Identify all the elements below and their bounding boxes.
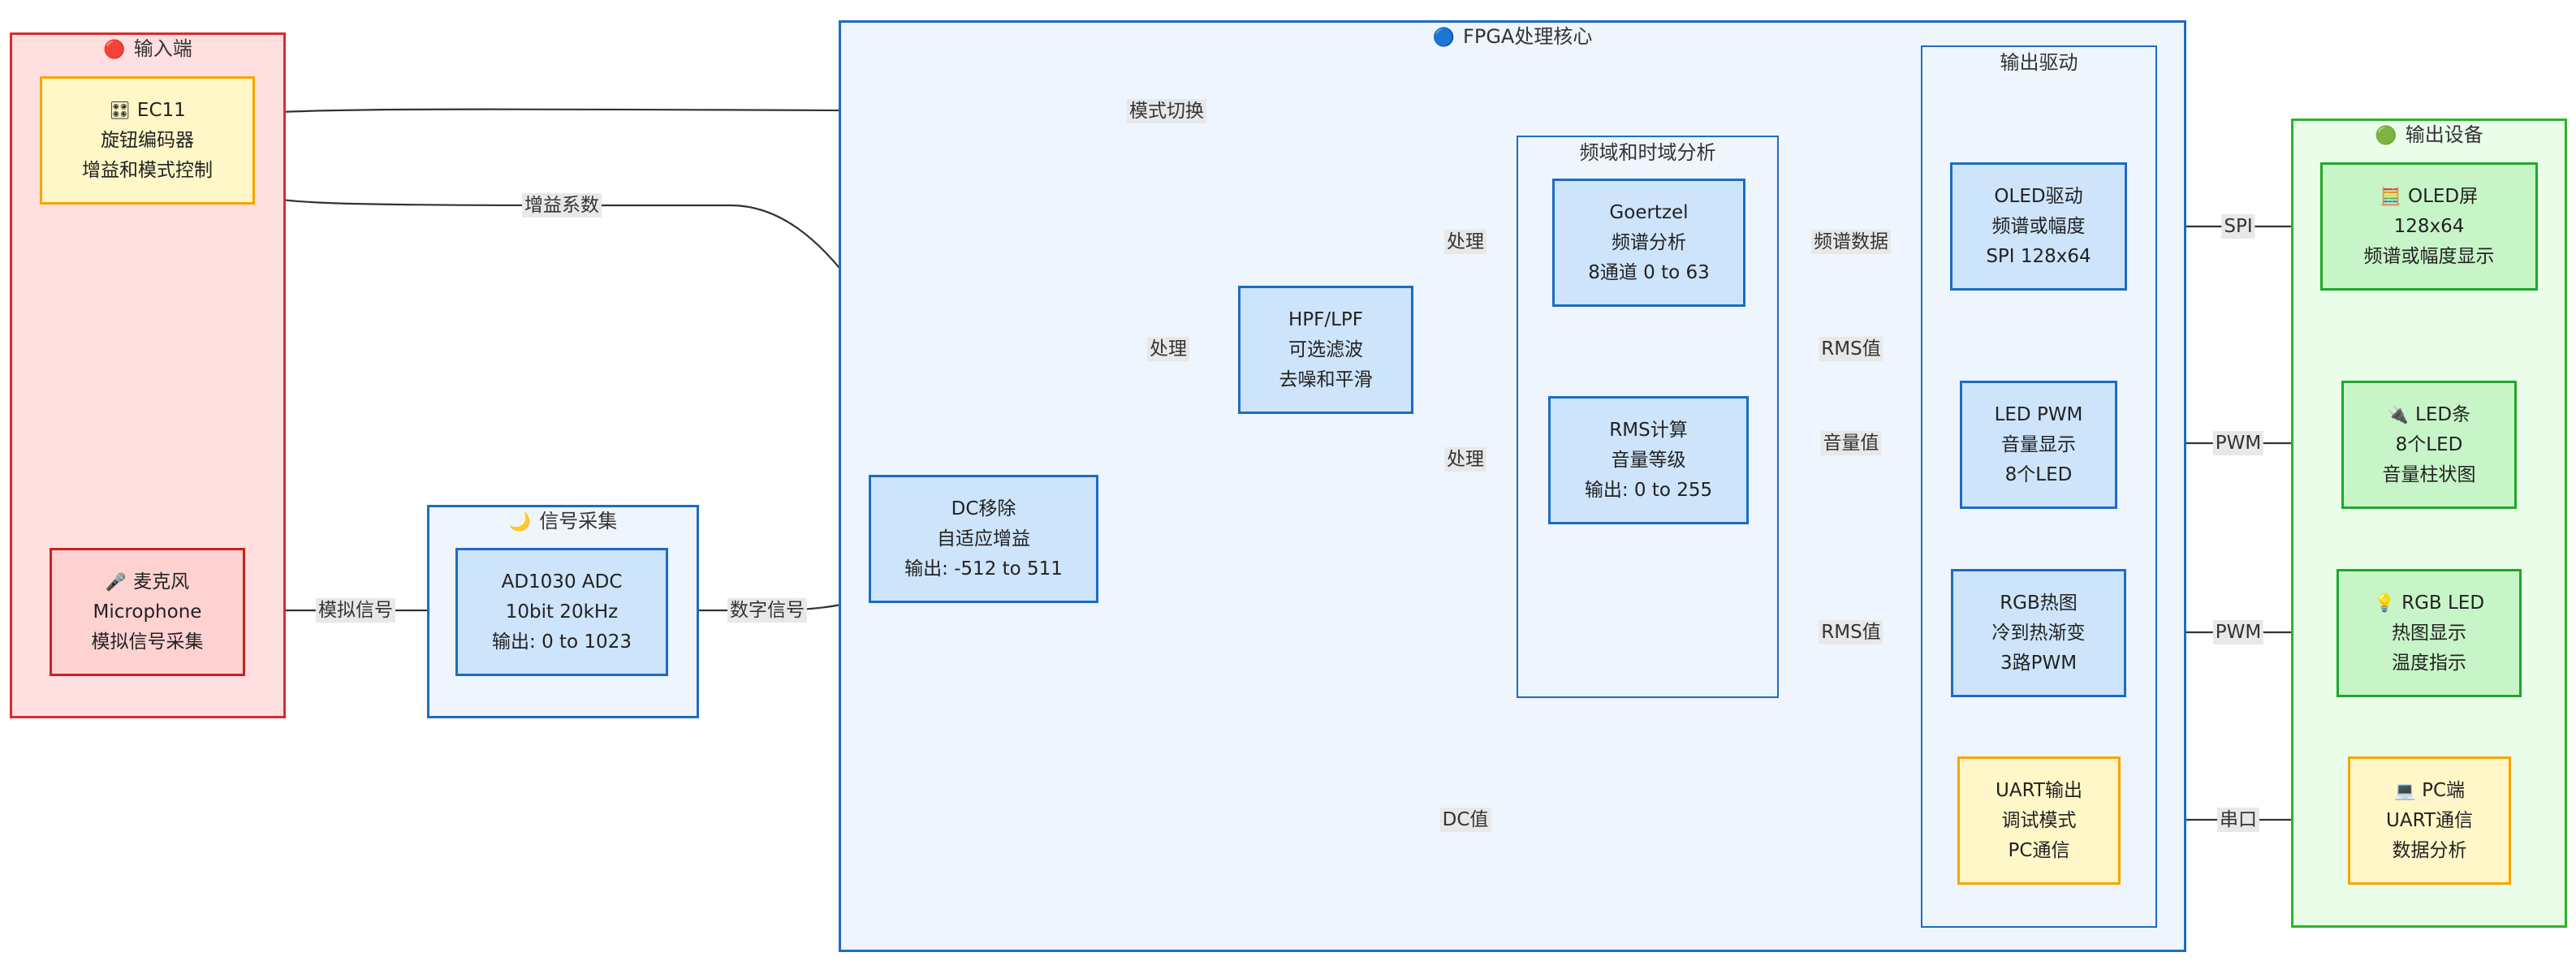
edge-label-rms-to-rgb: RMS值 xyxy=(1819,620,1883,644)
group-title-device: 输出设备 xyxy=(2405,123,2483,146)
node-led-bar: 🔌LED条 8个LED 音量柱状图 xyxy=(2341,381,2517,509)
blue-circle-icon: 🔵 xyxy=(1432,28,1456,48)
edge-label-dc-value: DC值 xyxy=(1439,808,1491,832)
edge-label-rms-to-oled: RMS值 xyxy=(1819,337,1883,361)
edge-label-process-2: 处理 xyxy=(1444,230,1486,254)
edge-label-pwm-led: PWM xyxy=(2212,431,2264,455)
group-title-drive: 输出驱动 xyxy=(2000,51,2078,74)
node-dc-removal: DC移除 自适应增益 输出: -512 to 511 xyxy=(869,475,1098,603)
edge-label-digital-signal: 数字信号 xyxy=(727,598,807,623)
group-title-analysis: 频域和时域分析 xyxy=(1579,141,1716,164)
crescent-moon-icon: 🌙 xyxy=(508,512,532,532)
edge-label-analog-signal: 模拟信号 xyxy=(316,598,395,623)
light-bulb-icon: 💡 xyxy=(2373,593,2396,613)
node-ec11-encoder: 🎛EC11 旋钮编码器 增益和模式控制 xyxy=(40,76,255,205)
node-goertzel: Goertzel 频谱分析 8通道 0 to 63 xyxy=(1552,179,1745,307)
node-rgb-led: 💡RGB LED 热图显示 温度指示 xyxy=(2337,569,2522,697)
node-microphone: 🎤麦克风 Microphone 模拟信号采集 xyxy=(50,548,245,676)
node-rgb-heatmap: RGB热图 冷到热渐变 3路PWM xyxy=(1951,569,2126,697)
microphone-icon: 🎤 xyxy=(105,571,127,592)
group-title-signal: 信号采集 xyxy=(539,510,618,532)
node-led-pwm: LED PWM 音量显示 8个LED xyxy=(1960,381,2117,509)
node-rms: RMS计算 音量等级 输出: 0 to 255 xyxy=(1548,396,1749,524)
laptop-icon: 💻 xyxy=(2393,780,2416,800)
red-circle-icon: 🔴 xyxy=(103,40,126,60)
edge-label-process-3: 处理 xyxy=(1444,447,1486,472)
green-circle-icon: 🟢 xyxy=(2375,126,2397,146)
group-title-fpga: FPGA处理核心 xyxy=(1463,25,1593,48)
edge-label-pwm-rgb: PWM xyxy=(2212,620,2264,644)
edge-label-spectrum-data: 频谱数据 xyxy=(1811,230,1891,254)
node-oled-screen: 🧮OLED屏 128x64 频谱或幅度显示 xyxy=(2320,162,2538,291)
node-filter: HPF/LPF 可选滤波 去噪和平滑 xyxy=(1238,286,1413,414)
edge-label-process-1: 处理 xyxy=(1147,337,1189,361)
edge-label-mode-switch: 模式切换 xyxy=(1127,99,1206,123)
node-adc: AD1030 ADC 10bit 20kHz 输出: 0 to 1023 xyxy=(455,548,668,676)
node-pc: 💻PC端 UART通信 数据分析 xyxy=(2348,756,2511,885)
dial-grid-icon: 🎛 xyxy=(109,100,131,120)
group-title-input: 输入端 xyxy=(133,37,192,60)
node-oled-driver: OLED驱动 频谱或幅度 SPI 128x64 xyxy=(1950,162,2127,291)
node-uart-output: UART输出 调试模式 PC通信 xyxy=(1957,756,2121,885)
plug-icon: 🔌 xyxy=(2387,404,2410,425)
abacus-icon: 🧮 xyxy=(2380,186,2401,206)
edge-label-gain-coefficient: 增益系数 xyxy=(522,193,602,218)
edge-label-serial: 串口 xyxy=(2217,808,2259,832)
edge-label-volume-value: 音量值 xyxy=(1820,431,1882,455)
edge-label-spi: SPI xyxy=(2221,214,2255,239)
